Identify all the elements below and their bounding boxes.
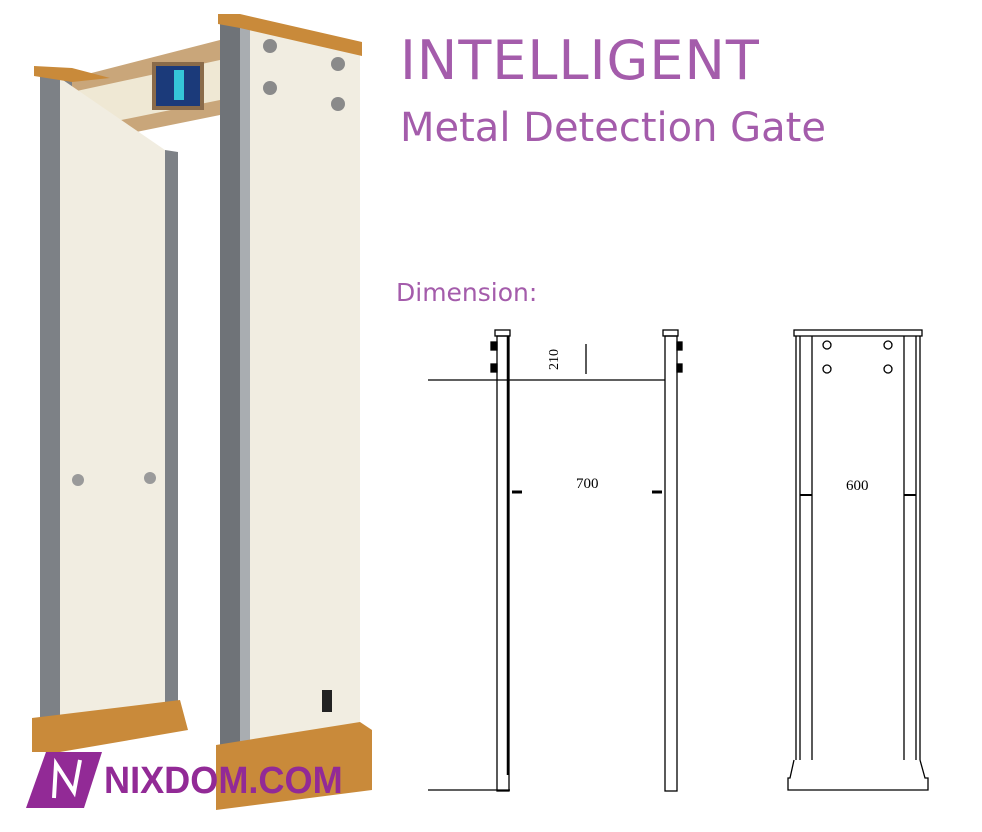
gate-product-image: [32, 14, 372, 810]
front-right-pillar: [662, 329, 683, 792]
product-title: INTELLIGENT: [400, 29, 760, 92]
nixdom-logo-icon: [26, 752, 102, 808]
dim-front-width: 700: [576, 476, 599, 492]
product-subtitle: Metal Detection Gate: [400, 105, 826, 151]
dim-height: 2000: [420, 579, 422, 607]
dim-side-width: 600: [846, 478, 869, 494]
side-view: [787, 329, 929, 791]
front-left-pillar: [490, 329, 511, 792]
brand-logo-text: NIXDOM.COM: [104, 760, 343, 802]
dimension-label: Dimension:: [396, 278, 538, 307]
dim-top-offset: 210: [547, 349, 562, 370]
dimension-drawing: 210 700 600 2000: [420, 329, 929, 792]
